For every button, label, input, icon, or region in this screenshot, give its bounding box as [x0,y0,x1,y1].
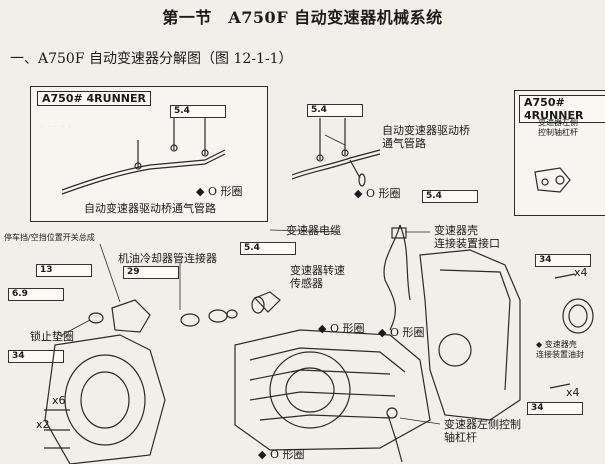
wire-harness [383,224,401,331]
label-breather-hose: 自动变速器驱动桥 通气管路 [382,124,470,150]
park-neutral-switch [111,299,151,333]
transmission-case [234,329,431,451]
control-lever [534,167,571,193]
label-o-ring: ◆ O 形圈 [258,448,305,461]
label-breather-hose: 自动变速器驱动桥通气管路 [84,202,216,215]
speed-sensor [253,291,281,313]
label-case-connector: 变速器壳 连接装置接口 [434,224,500,250]
inset-box-title: A750# 4RUNNER [519,95,605,123]
section-subtitle: 一、A750F 自动变速器分解图（图 12-1-1） [10,51,293,67]
inset-box-breather: A750# 4RUNNER [30,86,268,222]
torque-tag: 6.9 [8,288,64,301]
cooler-union [180,313,200,327]
torque-tag: 34 [527,402,583,415]
label-quantity: x4 [574,266,588,279]
page-title: 第一节 A750F 自动变速器机械系统 [162,8,443,27]
control-shaft-lever [387,414,403,463]
label-quantity: x6 [52,394,66,407]
extension-housing [419,249,521,421]
label-park-switch: 停车挡/空挡位置开关总成 [4,233,95,242]
torque-tag: 13 [36,264,92,277]
label-o-ring: ◆ O 形圈 [318,322,365,335]
label-o-ring: ◆ O 形圈 [196,185,243,198]
label-control-shaft-lever: 变速器左侧控制 轴杠杆 [444,418,521,444]
bell-housing [44,334,166,464]
label-wire: 变速器电缆 [286,224,341,237]
oil-seal [562,298,594,334]
breather-pipe [61,149,226,191]
label-control-lever-inset: 变速器左侧 控制轴杠杆 [538,118,578,137]
label-lock-washer: 锁止垫圈 [30,330,74,343]
torque-tag: 34 [8,350,64,363]
breather-pipe-center [291,149,381,176]
label-quantity: x2 [36,418,50,431]
label-quantity: x4 [566,386,580,399]
inset-box-lever: A750# 4RUNNER [514,90,605,216]
label-o-ring: ◆ O 形圈 [378,326,425,339]
torque-tag: 5.4 [240,242,296,255]
label-speed-sensor: 变速器转速 传感器 [290,264,345,290]
torque-tag: 5.4 [422,190,478,203]
torque-tag: 5.4 [307,104,363,117]
inset-box-title: A750# 4RUNNER [37,91,151,106]
torque-tag: 5.4 [170,105,226,118]
lock-washer [88,312,104,324]
torque-tag: 29 [123,266,179,279]
torque-tag: 34 [535,254,591,267]
label-o-ring: ◆ O 形圈 [354,187,401,200]
label-cooler-union: 机油冷却器管连接器 [118,252,217,265]
label-case-connector-seal: ◆ 变速器壳 连接装置油封 [536,340,584,359]
